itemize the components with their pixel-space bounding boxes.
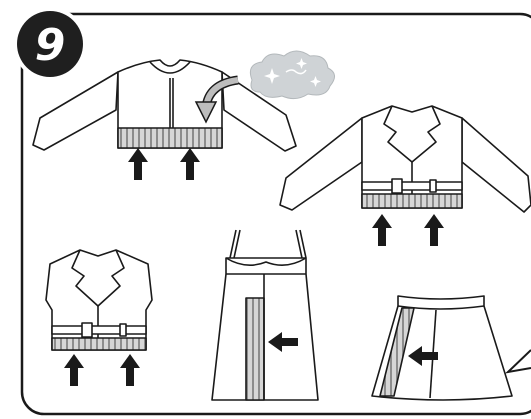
- sparkle-cloud-icon: [250, 51, 334, 99]
- side-band: [246, 298, 264, 400]
- vest-lapel: [46, 250, 152, 350]
- belt: [362, 182, 462, 190]
- hem-band: [362, 194, 462, 208]
- up-arrow-icon: [372, 214, 444, 246]
- up-arrow-icon: [64, 354, 140, 386]
- up-arrow-icon: [128, 148, 200, 180]
- step-badge: 9: [13, 7, 87, 81]
- step-number: 9: [35, 20, 66, 71]
- hem-band: [52, 338, 146, 350]
- belt: [52, 326, 146, 334]
- callout-tail: [508, 350, 531, 372]
- jacket-lapel-belt: [280, 106, 531, 212]
- slip-dress: [212, 230, 318, 400]
- hem-band: [118, 128, 222, 148]
- a-line-skirt: [372, 296, 512, 400]
